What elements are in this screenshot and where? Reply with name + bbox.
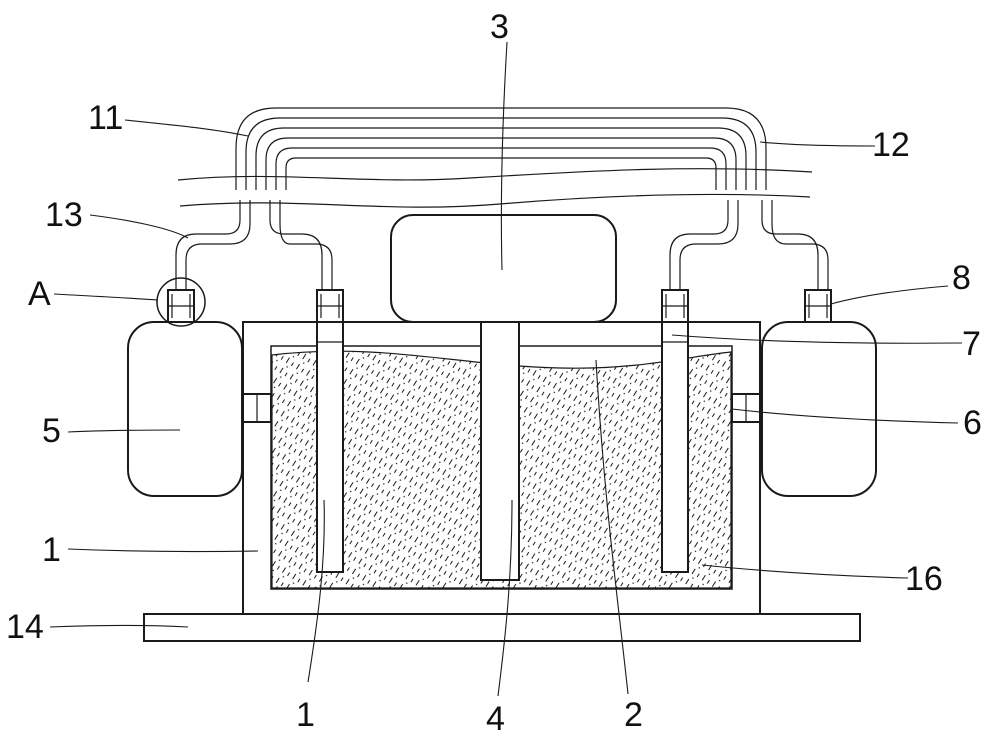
label-13: 13 [45, 196, 83, 234]
left-pipe-group [175, 200, 333, 290]
label-a: A [28, 275, 51, 313]
right-electrode [661, 321, 689, 573]
break-line-lower [179, 193, 811, 208]
label-11: 11 [88, 99, 123, 137]
label-16: 16 [905, 560, 943, 598]
left-electrode [316, 321, 344, 573]
label-7: 7 [962, 325, 981, 363]
label-4: 4 [486, 700, 505, 738]
label-3: 3 [490, 8, 509, 46]
label-2: 2 [624, 696, 643, 734]
tube-bundle [235, 107, 767, 190]
right-side-tank [761, 321, 877, 497]
label-1-left: 1 [42, 531, 61, 569]
label-5: 5 [42, 412, 61, 450]
label-14: 14 [6, 608, 44, 646]
label-6: 6 [963, 404, 982, 442]
break-line-upper [177, 168, 813, 181]
label-1-bottom: 1 [296, 696, 315, 734]
fitting-8 [804, 289, 832, 323]
fitting-left-electrode [316, 289, 344, 323]
base-plate [143, 613, 861, 642]
center-shaft [480, 321, 520, 581]
leader-lines [49, 41, 963, 697]
fitting-right-electrode [661, 289, 689, 323]
fitting-a [167, 289, 195, 323]
top-cylinder [390, 214, 617, 323]
label-12: 12 [872, 126, 910, 164]
label-8: 8 [952, 259, 971, 297]
left-side-tank [127, 321, 243, 497]
detail-circle-a [156, 277, 206, 327]
right-pipe-group [669, 200, 829, 290]
